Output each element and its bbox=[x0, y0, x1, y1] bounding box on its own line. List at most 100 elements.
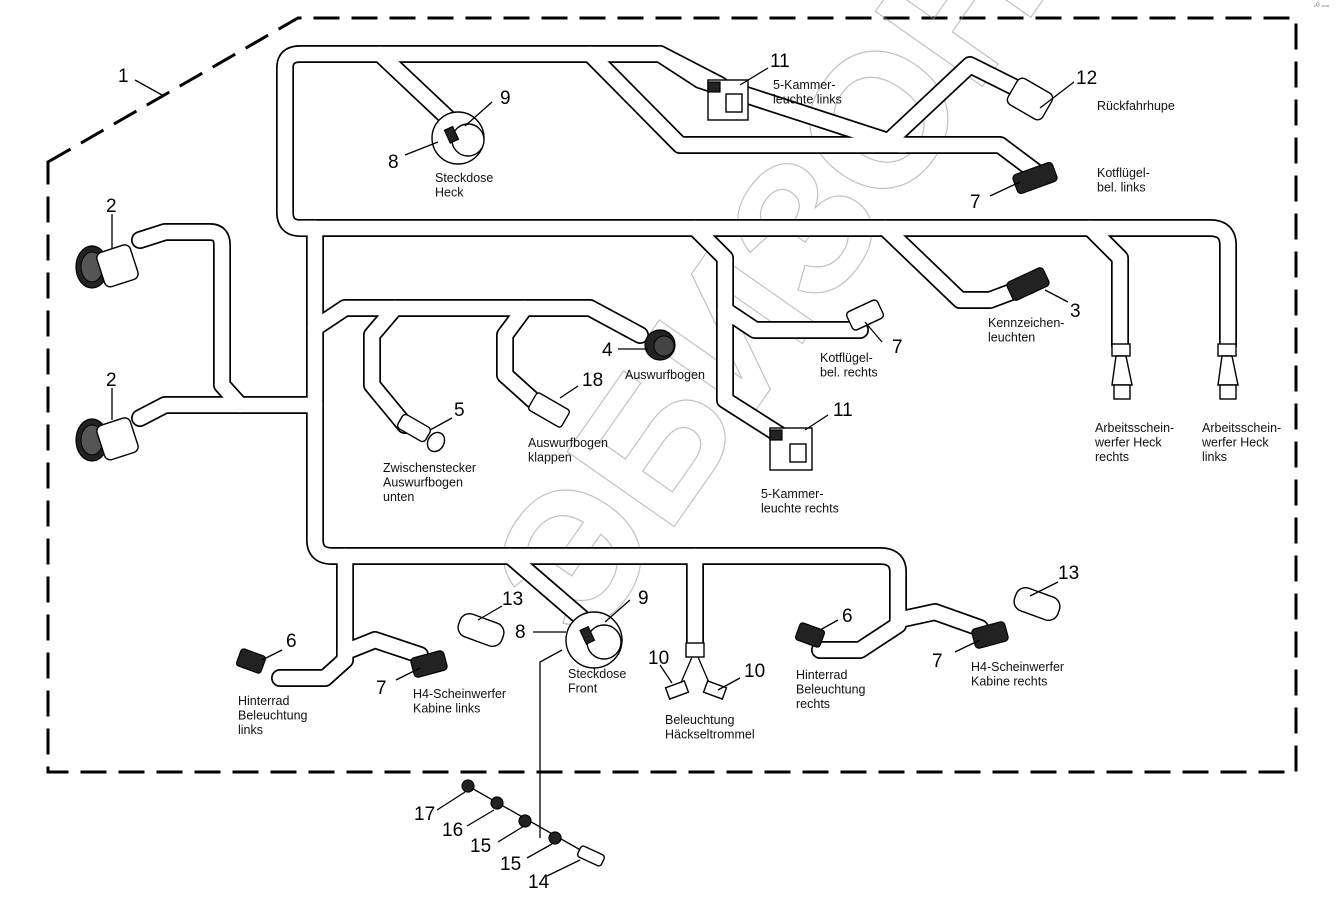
callout-number: 7 bbox=[376, 678, 387, 699]
label-kammer-links: 5-Kammer-leuchte links bbox=[773, 78, 842, 107]
ground-lead-line bbox=[539, 649, 563, 838]
label-line: werfer Heck bbox=[1201, 436, 1269, 450]
five-chamber-lamp-connector-icon bbox=[769, 427, 813, 471]
callout-number: 16 bbox=[442, 820, 463, 841]
callout-number: 15 bbox=[470, 836, 491, 857]
callout-number: 7 bbox=[892, 337, 903, 358]
label-line: Rückfahrhupe bbox=[1097, 99, 1175, 113]
socket-heck-icon bbox=[431, 111, 485, 165]
callout-number: 10 bbox=[744, 661, 765, 682]
washer-icon bbox=[490, 796, 504, 810]
label-line: unten bbox=[383, 490, 414, 504]
label-line: Kabine links bbox=[413, 702, 480, 716]
rear-wheel-light-connector-icon bbox=[794, 622, 826, 648]
label-line: Häckseltrommel bbox=[665, 728, 755, 742]
callout-number: 6 bbox=[842, 606, 853, 627]
callout-number: 10 bbox=[648, 648, 669, 669]
callout-number: 12 bbox=[1076, 68, 1097, 89]
label-line: Steckdose bbox=[435, 171, 493, 185]
work-light-connector-icon bbox=[1111, 343, 1133, 400]
callout-number: 11 bbox=[770, 51, 790, 72]
assembly-boundary bbox=[46, 16, 1298, 774]
label-line: H4-Scheinwerfer bbox=[971, 660, 1064, 674]
label-line: Steckdose bbox=[568, 667, 626, 681]
callout-number: 17 bbox=[414, 804, 435, 825]
fastener-axis-line bbox=[467, 785, 599, 861]
label-line: leuchten bbox=[988, 331, 1035, 345]
label-line: Zwischenstecker bbox=[383, 461, 476, 475]
harness-wires bbox=[131, 45, 1237, 687]
connector-round-plug-icon bbox=[75, 244, 139, 289]
callout-number: 8 bbox=[515, 622, 526, 643]
callout-number: 14 bbox=[528, 872, 550, 893]
label-line: Auswurfbogen bbox=[625, 368, 705, 382]
label-auswurfbogen: Auswurfbogen bbox=[625, 368, 705, 382]
label-kammer-rechts: 5-Kammer-leuchte rechts bbox=[761, 487, 839, 516]
ejection-chute-connector-icon bbox=[644, 329, 676, 361]
screw-icon bbox=[576, 845, 606, 867]
label-line: links bbox=[1202, 450, 1227, 464]
fender-light-connector-icon bbox=[1012, 161, 1058, 195]
callout-number: 13 bbox=[1058, 563, 1079, 584]
h4-headlight-connector-icon bbox=[971, 586, 1061, 649]
callout-number: 13 bbox=[502, 589, 523, 610]
label-line: 5-Kammer- bbox=[761, 487, 824, 501]
callout-number: 18 bbox=[582, 370, 603, 391]
washer-icon bbox=[518, 814, 532, 828]
label-line: Kabine rechts bbox=[971, 675, 1047, 689]
license-plate-light-connector-icon bbox=[1006, 267, 1050, 301]
work-light-connector-icon bbox=[1217, 343, 1239, 400]
callout-number: 4 bbox=[602, 340, 613, 361]
callout-numbers: 1223456677778899101011111213131415151617… bbox=[106, 51, 1097, 893]
label-rueckfahrhupe: Rückfahrhupe bbox=[1097, 99, 1175, 113]
label-kennzeichen: Kennzeichen-leuchten bbox=[988, 316, 1064, 345]
rear-wheel-light-connector-icon bbox=[235, 648, 267, 674]
label-line: Hinterrad bbox=[796, 668, 847, 682]
label-line: klappen bbox=[528, 451, 572, 465]
label-line: Beleuchtung bbox=[665, 713, 735, 727]
leader-lines bbox=[111, 67, 1075, 877]
label-line: 5-Kammer- bbox=[773, 78, 836, 92]
washer-icon bbox=[548, 831, 562, 845]
callout-number: 2 bbox=[106, 370, 117, 391]
callout-number: 9 bbox=[500, 88, 511, 109]
h4-headlight-connector-icon bbox=[410, 612, 505, 678]
label-line: Beleuchtung bbox=[796, 683, 866, 697]
callout-number: 9 bbox=[638, 588, 649, 609]
callout-number: 7 bbox=[932, 651, 943, 672]
label-line: rechts bbox=[796, 697, 830, 711]
reverse-horn-connector-icon bbox=[1006, 77, 1054, 121]
label-line: Auswurfbogen bbox=[528, 436, 608, 450]
label-kotfluegel-links: Kotflügel-bel. links bbox=[1097, 166, 1150, 195]
label-line: bel. links bbox=[1097, 181, 1146, 195]
callout-number: 5 bbox=[454, 400, 465, 421]
fender-light-connector-icon bbox=[845, 299, 885, 331]
label-line: Front bbox=[568, 682, 598, 696]
label-line: werfer Heck bbox=[1094, 436, 1162, 450]
label-line: H4-Scheinwerfer bbox=[413, 687, 506, 701]
label-kotfluegel-rechts: Kotflügel-bel. rechts bbox=[820, 351, 878, 380]
label-line: leuchte links bbox=[773, 93, 842, 107]
label-line: Arbeitsschein- bbox=[1202, 421, 1281, 435]
callout-number: 8 bbox=[388, 152, 399, 173]
chute-flap-connector-icon bbox=[527, 392, 571, 428]
label-line: Hinterrad bbox=[238, 694, 289, 708]
callout-number: 2 bbox=[106, 196, 117, 217]
label-line: Auswurfbogen bbox=[383, 476, 463, 490]
label-line: leuchte rechts bbox=[761, 502, 839, 516]
intermediate-plug-icon bbox=[396, 413, 446, 453]
label-line: Beleuchtung bbox=[238, 709, 308, 723]
